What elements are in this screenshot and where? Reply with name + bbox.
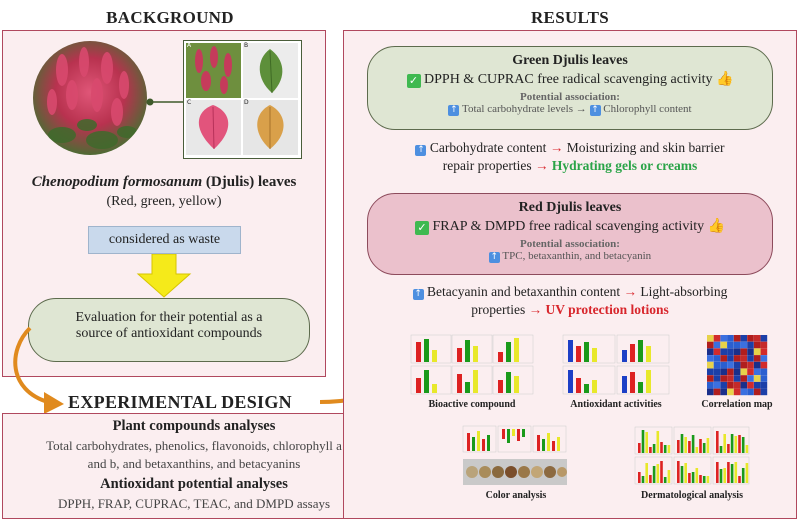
curved-arrow-icon xyxy=(0,320,70,420)
experimental-design-header: EXPERIMENTAL DESIGN xyxy=(68,392,292,412)
species-latin-name: Chenopodium formosanum xyxy=(31,174,203,190)
green-outcome-c: repair properties xyxy=(442,158,532,173)
correlation-map-thumbnail xyxy=(706,334,768,396)
antioxidant-activities-label: Antioxidant activities xyxy=(570,399,662,410)
green-djulis-pill: Green Djulis leaves ✓ DPPH & CUPRAC free… xyxy=(367,46,773,130)
green-outcome-b: Moisturizing and skin barrier xyxy=(566,140,725,155)
green-assoc-a: Total carbohydrate levels → xyxy=(462,103,587,115)
red-product: UV protection lotions xyxy=(545,302,669,317)
background-header: BACKGROUND xyxy=(106,8,234,27)
photo-label-c: C xyxy=(187,99,192,106)
red-arrow-icon: → xyxy=(534,158,549,173)
photo-label-d: D xyxy=(244,99,249,106)
thumbs-up-icon: 👍 xyxy=(707,218,726,234)
check-icon: ✓ xyxy=(414,221,429,235)
red-arrow-icon: → xyxy=(623,284,637,299)
bioactive-compound-label: Bioactive compound xyxy=(428,399,516,410)
green-pill-assoc-title: Potential association: xyxy=(520,91,620,103)
djulis-plant-photo xyxy=(32,40,148,156)
down-arrow-icon xyxy=(136,253,192,298)
color-analysis-label: Color analysis xyxy=(485,490,547,501)
red-pill-title: Red Djulis leaves xyxy=(518,200,622,215)
red-outcome-c: properties xyxy=(471,302,526,317)
red-arrow-icon: → xyxy=(549,140,564,155)
increase-icon: ↑ xyxy=(448,105,460,116)
photo-connector xyxy=(145,94,185,106)
dermatological-analysis-label: Dermatological analysis xyxy=(641,490,743,501)
increase-icon: ↑ xyxy=(589,105,601,116)
red-pill-main-text: FRAP & DMPD free radical scavenging acti… xyxy=(432,219,705,234)
green-product: Hydrating gels or creams xyxy=(551,158,698,173)
red-outcome-a: Betacyanin and betaxanthin content xyxy=(427,284,621,299)
red-pill-assoc-title: Potential association: xyxy=(520,238,620,250)
correlation-map-label: Correlation map xyxy=(701,399,773,410)
red-djulis-pill: Red Djulis leaves ✓ FRAP & DMPD free rad… xyxy=(367,193,773,275)
green-assoc-b: Chlorophyll content xyxy=(603,103,692,115)
antioxidant-activities-thumbnail xyxy=(562,334,670,396)
red-pill-assoc: ↑ TPC, betaxanthin, and betacyanin xyxy=(368,250,772,263)
color-analysis-thumbnail xyxy=(462,425,568,487)
increase-icon: ↑ xyxy=(488,252,500,263)
plant-analyses-line-1: Total carbohydrates, phenolics, flavonoi… xyxy=(46,438,342,453)
green-outcome-line-1: ↑ Carbohydrate content → Moisturizing an… xyxy=(343,140,797,156)
green-outcome-a: Carbohydrate content xyxy=(429,140,547,155)
leaf-photo-grid: A B C D xyxy=(183,40,302,159)
waste-box: considered as waste xyxy=(88,226,241,254)
red-outcome-line-1: ↑ Betacyanin and betaxanthin content → L… xyxy=(343,284,797,300)
green-pill-title: Green Djulis leaves xyxy=(512,53,628,68)
leaf-colors-line: (Red, green, yellow) xyxy=(106,194,222,209)
photo-label-b: B xyxy=(244,42,249,49)
evaluation-line-2: source of antioxidant compounds xyxy=(75,326,263,341)
green-pill-main-text: DPPH & CUPRAC free radical scavenging ac… xyxy=(424,72,713,87)
green-pill-assoc: ↑ Total carbohydrate levels → ↑ Chloroph… xyxy=(368,103,772,116)
bioactive-compound-thumbnail xyxy=(410,334,534,396)
check-icon: ✓ xyxy=(406,74,421,88)
green-outcome-line-2: repair properties → Hydrating gels or cr… xyxy=(343,158,797,174)
evaluation-pill: Evaluation for their potential as a sour… xyxy=(28,298,310,362)
red-arrow-icon: → xyxy=(528,302,543,317)
green-pill-main: ✓ DPPH & CUPRAC free radical scavenging … xyxy=(368,71,772,88)
photo-label-a: A xyxy=(187,42,192,49)
red-assoc-a: TPC, betaxanthin, and betacyanin xyxy=(502,250,652,262)
red-outcome-line-2: properties → UV protection lotions xyxy=(343,302,797,318)
experimental-design-panel xyxy=(2,413,386,519)
thumbs-up-icon: 👍 xyxy=(716,71,734,87)
antioxidant-analyses-line: DPPH, FRAP, CUPRAC, TEAC, and DMPD assay… xyxy=(57,496,331,511)
species-caption: Chenopodium formosanum (Djulis) leaves xyxy=(2,174,326,191)
increase-icon: ↑ xyxy=(415,145,427,156)
increase-icon: ↑ xyxy=(412,289,424,300)
species-common-name: (Djulis) leaves xyxy=(202,174,297,190)
red-pill-main: ✓ FRAP & DMPD free radical scavenging ac… xyxy=(368,218,772,235)
results-header: RESULTS xyxy=(530,8,610,27)
antioxidant-analyses-title: Antioxidant potential analyses xyxy=(100,476,288,492)
evaluation-line-1: Evaluation for their potential as a xyxy=(75,310,263,325)
red-outcome-b: Light-absorbing xyxy=(640,284,728,299)
plant-analyses-line-2: and b, and betaxanthins, and betacyanins xyxy=(87,456,301,471)
dermatological-analysis-thumbnail xyxy=(634,426,750,486)
plant-analyses-title: Plant compounds analyses xyxy=(112,418,276,434)
